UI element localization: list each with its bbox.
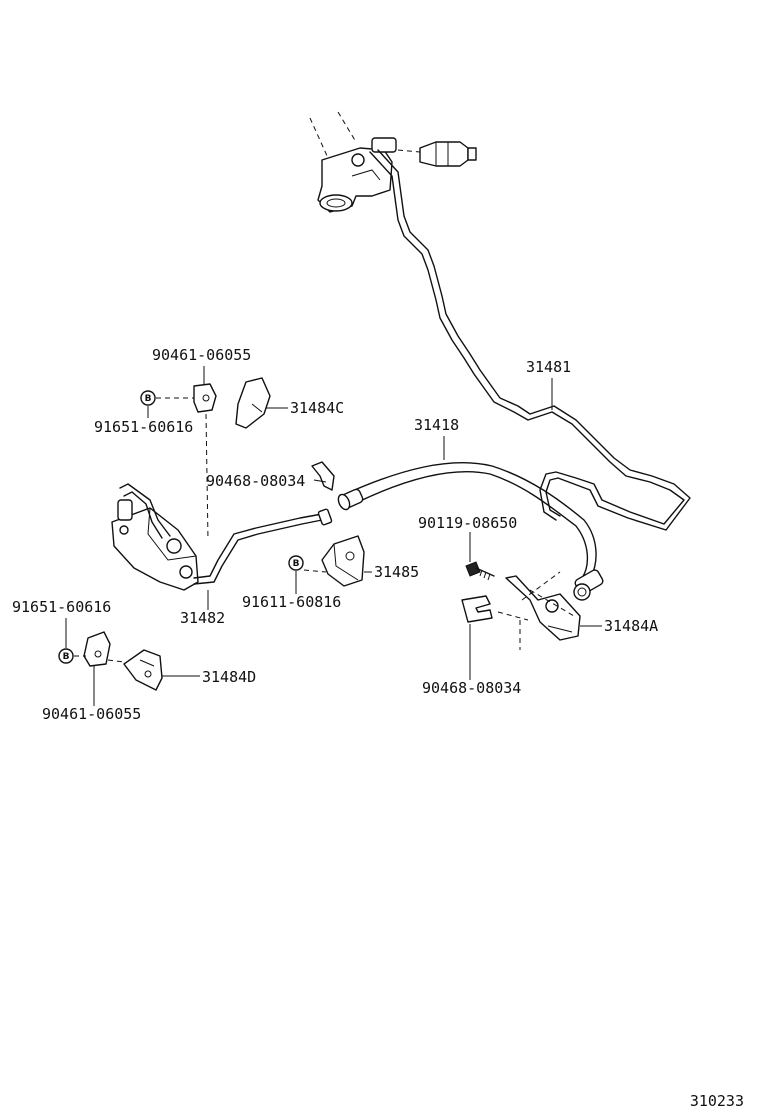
clip-31484c <box>235 377 271 429</box>
label-31485: 31485 <box>374 563 419 581</box>
flexible-hose-31418 <box>337 462 604 601</box>
clip-90468-bottom <box>461 595 493 623</box>
label-31482: 31482 <box>180 609 225 627</box>
release-cylinder-assembly <box>111 483 199 591</box>
label-91651-top: 91651-60616 <box>94 418 193 436</box>
label-90461-top: 90461-06055 <box>152 346 251 364</box>
label-90468-mid: 90468-08034 <box>206 472 305 490</box>
svg-text:B: B <box>63 652 70 662</box>
bolt-marker-31485: B <box>288 555 304 571</box>
master-cylinder-assembly <box>309 111 477 213</box>
label-91611: 91611-60816 <box>242 593 341 611</box>
label-91651-bottom: 91651-60616 <box>12 598 111 616</box>
bolt-90119 <box>465 561 495 581</box>
clamp-bolt-bottom <box>83 631 111 667</box>
bracket-31485 <box>321 535 365 587</box>
leader-lines <box>65 366 602 706</box>
label-31484c: 31484C <box>290 399 344 417</box>
label-31484a: 31484A <box>604 617 658 635</box>
svg-text:B: B <box>145 394 152 404</box>
label-90119: 90119-08650 <box>418 514 517 532</box>
hose-end-fitting-left <box>337 488 364 511</box>
clip-90468-mid <box>311 461 335 491</box>
svg-text:B: B <box>293 559 300 569</box>
bolt-marker-top: B <box>140 390 156 406</box>
hose-end-fitting-right <box>573 569 604 601</box>
catalog-number: 310233 <box>690 1092 744 1110</box>
clamp-bolt-top <box>193 383 217 413</box>
clutch-pipe-31481 <box>369 149 691 531</box>
clip-31484d <box>123 649 163 691</box>
label-90461-bottom: 90461-06055 <box>42 705 141 723</box>
clutch-pipe-31482 <box>193 508 333 585</box>
label-90468-bottom: 90468-08034 <box>422 679 521 697</box>
label-31481: 31481 <box>526 358 571 376</box>
label-31418: 31418 <box>414 416 459 434</box>
bracket-31484a <box>505 575 581 641</box>
bolt-marker-bottom: B <box>58 648 74 664</box>
label-31484d: 31484D <box>202 668 256 686</box>
